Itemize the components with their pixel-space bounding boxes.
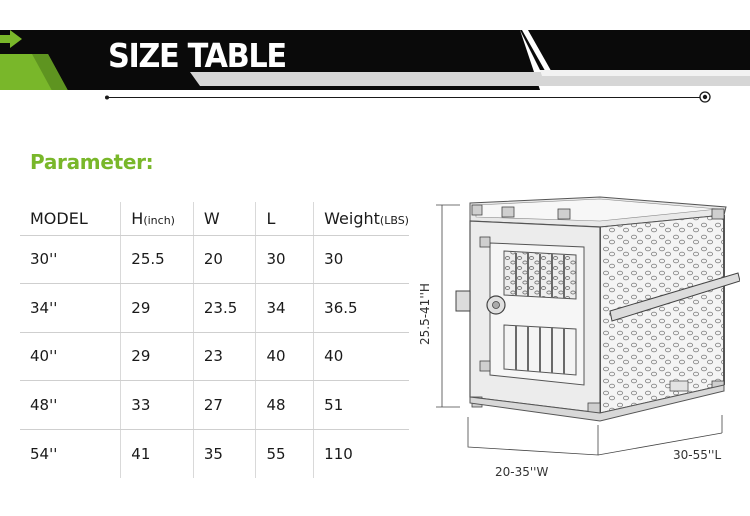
table-row: 30'' 25.5 20 30 30 <box>20 235 409 284</box>
header-height-label: H <box>131 208 144 228</box>
size-table: MODEL H(inch) W L Weight(LBS) 30'' 25.5 … <box>20 202 409 478</box>
header-height-unit: (inch) <box>143 213 175 227</box>
crate-height-label: 25.5-41''H <box>418 283 432 345</box>
header-width: W <box>193 202 257 236</box>
table-header-row: MODEL H(inch) W L Weight(LBS) <box>20 202 409 236</box>
table-row: 54'' 41 35 55 110 <box>20 429 409 478</box>
crate-length-label: 30-55''L <box>673 448 722 462</box>
cell-width: 20 <box>193 235 257 284</box>
cell-height: 29 <box>120 283 194 333</box>
header-height: H(inch) <box>120 202 194 236</box>
header-model: MODEL <box>20 202 122 236</box>
cell-height: 25.5 <box>120 235 194 284</box>
divider-line <box>105 95 700 100</box>
header-width-label: W <box>203 208 220 228</box>
cell-length: 30 <box>255 235 315 284</box>
table-row: 34'' 29 23.5 34 36.5 <box>20 283 409 333</box>
divider-end-icon <box>699 91 711 103</box>
cell-width: 23.5 <box>193 283 257 333</box>
arrow-right-icon <box>0 30 22 48</box>
cell-height: 29 <box>120 332 194 381</box>
cell-model: 54'' <box>20 429 122 478</box>
header-length: L <box>255 202 315 236</box>
header-length-label: L <box>266 208 276 228</box>
cell-model: 30'' <box>20 235 122 284</box>
cell-model: 40'' <box>20 332 122 381</box>
header-weight: Weight(LBS) <box>313 202 409 236</box>
crate-width-label: 20-35''W <box>495 465 549 479</box>
header-weight-label: Weight <box>324 208 380 228</box>
cell-width: 35 <box>193 429 257 478</box>
cell-length: 34 <box>255 283 315 333</box>
parameter-heading: Parameter: <box>30 150 154 174</box>
header-model-label: MODEL <box>30 208 88 228</box>
cell-length: 40 <box>255 332 315 381</box>
cell-height: 33 <box>120 380 194 430</box>
cell-weight: 110 <box>324 444 353 463</box>
cell-weight: 40 <box>313 332 409 381</box>
cell-height: 41 <box>120 429 194 478</box>
table-row: 40'' 29 23 40 40 <box>20 332 409 381</box>
page-title: SIZE TABLE <box>108 36 287 75</box>
banner-background <box>0 30 750 90</box>
cell-width: 27 <box>193 380 257 430</box>
cell-model: 48'' <box>20 380 122 430</box>
cell-width: 23 <box>193 332 257 381</box>
size-table-banner: SIZE TABLE <box>0 30 750 90</box>
dog-crate-illustration <box>436 196 740 456</box>
cell-length: 55 <box>255 429 315 478</box>
header-weight-unit: (LBS) <box>379 213 409 227</box>
cell-model: 34'' <box>20 283 122 333</box>
cell-weight: 30 <box>313 235 409 284</box>
cell-length: 48 <box>255 380 315 430</box>
table-row: 48'' 33 27 48 51 <box>20 380 409 430</box>
cell-weight: 36.5 <box>313 283 409 333</box>
cell-weight: 51 <box>313 380 409 430</box>
